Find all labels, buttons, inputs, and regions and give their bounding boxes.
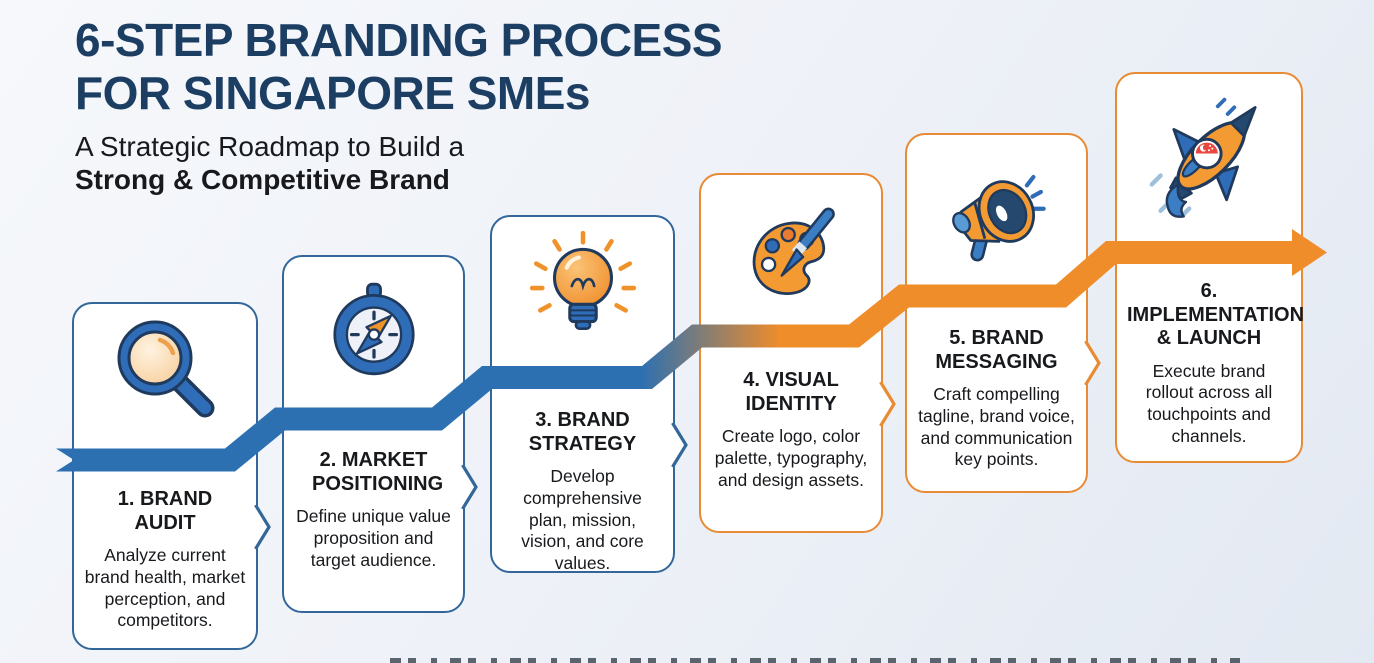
magnifying-glass-icon [117,320,215,418]
step-icon-wrap [1117,92,1301,224]
title-line-1: 6-STEP BRANDING PROCESS [75,14,723,66]
step-text: 5. BRAND MESSAGING Craft compelling tagl… [915,327,1078,471]
step-text: 3. BRAND STRATEGY Develop comprehensive … [500,409,665,575]
cropped-caption-fragment [390,658,1240,663]
palette-icon [752,207,835,295]
subtitle-line-2: Strong & Competitive Brand [75,163,450,195]
step-heading: 2. MARKET POSITIONING [312,449,444,495]
step-description: Create logo, color palette, typography, … [714,426,868,490]
step-heading: 4. VISUAL IDENTITY [743,369,839,415]
title-line-2: FOR SINGAPORE SMEs [75,66,590,119]
step-icon-wrap [907,163,1086,275]
step-text: 2. MARKET POSITIONING Define unique valu… [292,449,455,571]
step-description: Execute brand rollout across all touchpo… [1145,360,1273,446]
rocket-icon [1149,97,1257,218]
step-icon-wrap [701,201,881,313]
step-card-brand-messaging: 5. BRAND MESSAGING Craft compelling tagl… [905,133,1088,493]
step-heading: 3. BRAND STRATEGY [528,409,637,455]
step-heading: 1. BRAND AUDIT [117,488,213,534]
step-icon-wrap [492,225,673,347]
step-icon-wrap [284,273,463,385]
step-card-visual-identity: 4. VISUAL IDENTITY Create logo, color pa… [699,173,883,533]
step-card-market-positioning: 2. MARKET POSITIONING Define unique valu… [282,255,465,613]
step-text: 4. VISUAL IDENTITY Create logo, color pa… [709,369,873,491]
step-heading: 6. IMPLEMENTATION & LAUNCH [1127,280,1305,350]
step-card-brand-audit: 1. BRAND AUDIT Analyze current brand hea… [72,302,258,650]
step-text: 1. BRAND AUDIT Analyze current brand hea… [82,488,248,632]
lightbulb-icon [529,230,636,330]
subtitle-line-1: A Strategic Roadmap to Build a [75,130,465,162]
step-text: 6. IMPLEMENTATION & LAUNCH Execute brand… [1125,280,1305,448]
header: 6-STEP BRANDING PROCESS FOR SINGAPORE SM… [75,14,795,196]
step-description: Analyze current brand health, market per… [84,545,246,631]
compass-icon [332,282,415,376]
step-description: Define unique value proposition and targ… [296,506,451,570]
step-card-brand-strategy: 3. BRAND STRATEGY Develop comprehensive … [490,215,675,573]
page-subtitle: A Strategic Roadmap to Build a Strong & … [75,130,795,196]
step-card-implementation-launch: 6. IMPLEMENTATION & LAUNCH Execute brand… [1115,72,1305,463]
step-description: Craft compelling tagline, brand voice, a… [918,384,1075,470]
step-heading: 5. BRAND MESSAGING [935,327,1058,373]
page-title: 6-STEP BRANDING PROCESS FOR SINGAPORE SM… [75,14,795,120]
step-icon-wrap [74,312,256,432]
step-description: Develop comprehensive plan, mission, vis… [521,466,644,573]
megaphone-icon [951,174,1046,262]
